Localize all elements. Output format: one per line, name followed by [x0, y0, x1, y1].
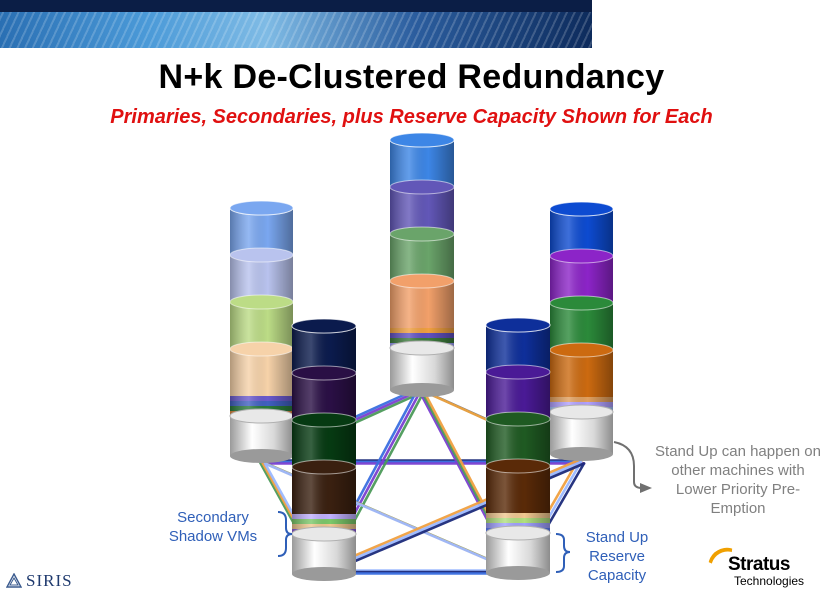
segment-shade [292, 373, 356, 420]
segment-shade [292, 326, 356, 373]
base-cap [291, 526, 357, 542]
base-cap [229, 408, 294, 424]
segment-shade [292, 467, 356, 514]
base-cap [389, 340, 455, 356]
segment-cap [229, 294, 294, 310]
base-bottom [550, 447, 613, 461]
base-cap [549, 404, 614, 420]
cylinder-top [485, 317, 551, 333]
segment-cap [389, 273, 455, 289]
secondary-shadow-label: Secondary Shadow VMs [168, 509, 258, 545]
cylinder-far-right [549, 201, 614, 461]
cylinder-front-right [485, 317, 551, 580]
thin-band-shade [230, 396, 293, 401]
segment-cap [291, 459, 357, 475]
segment-cap [485, 364, 551, 380]
reserve-bracket [555, 533, 571, 573]
standup-reserve-label: Stand Up Reserve Capacity [585, 529, 649, 584]
stratus-wordmark: Stratus [728, 554, 790, 575]
slide-subtitle: Primaries, Secondaries, plus Reserve Cap… [110, 106, 713, 128]
segment-cap [549, 248, 614, 264]
segment-cap [389, 179, 455, 195]
cylinder-top [291, 318, 357, 334]
arrow-head-icon [640, 483, 652, 493]
segment-shade [390, 140, 454, 187]
thin-band-shade [390, 328, 454, 333]
segment-shade [486, 466, 550, 513]
cylinder-group [229, 132, 614, 581]
stratus-subtitle: Technologies [734, 574, 805, 588]
segment-cap [485, 411, 551, 427]
header-strip [0, 0, 592, 12]
segment-cap [229, 341, 294, 357]
cylinder-far-left [229, 200, 294, 463]
segment-shade [230, 208, 293, 255]
segment-cap [485, 458, 551, 474]
thin-band-shade [230, 401, 293, 406]
stratus-logo: Stratus Technologies [701, 541, 820, 589]
cylinder-top [229, 200, 294, 216]
thin-band-shade [550, 397, 613, 402]
segment-shade [292, 420, 356, 467]
shadow-bracket [277, 511, 293, 557]
segment-shade [486, 325, 550, 372]
siris-wordmark: SIRIS [26, 571, 73, 590]
thin-band-shade [486, 518, 550, 523]
segment-shade [550, 209, 613, 256]
slide-title: N+k De-Clustered Redundancy [158, 58, 665, 96]
thin-band-shade [390, 333, 454, 338]
thin-band-shade [486, 513, 550, 518]
cylinder-front-left [291, 318, 357, 581]
segment-shade [390, 187, 454, 234]
segment-cap [229, 247, 294, 263]
segment-shade [390, 234, 454, 281]
cylinder-back-center [389, 132, 455, 397]
segment-shade [550, 350, 613, 397]
segment-shade [550, 303, 613, 350]
segment-shade [230, 302, 293, 349]
segment-cap [549, 295, 614, 311]
thin-band-shade [292, 514, 356, 519]
segment-cap [389, 226, 455, 242]
cylinder-top [549, 201, 614, 217]
base-bottom [390, 383, 454, 397]
lower-priority-arrow [613, 441, 643, 489]
segment-cap [549, 342, 614, 358]
base-bottom [230, 449, 293, 463]
siris-mark-icon [6, 573, 22, 588]
base-cap [485, 525, 551, 541]
lower-priority-label: Stand Up can happen on other machines wi… [655, 443, 821, 517]
siris-logo: SIRIS [6, 571, 73, 591]
base-bottom [486, 566, 550, 580]
segment-shade [390, 281, 454, 328]
segment-cap [291, 412, 357, 428]
segment-shade [230, 255, 293, 302]
segment-shade [230, 349, 293, 396]
base-bottom [292, 567, 356, 581]
cylinder-top [389, 132, 455, 148]
segment-cap [291, 365, 357, 381]
segment-shade [550, 256, 613, 303]
segment-shade [486, 419, 550, 466]
segment-shade [486, 372, 550, 419]
thin-band-shade [292, 519, 356, 524]
